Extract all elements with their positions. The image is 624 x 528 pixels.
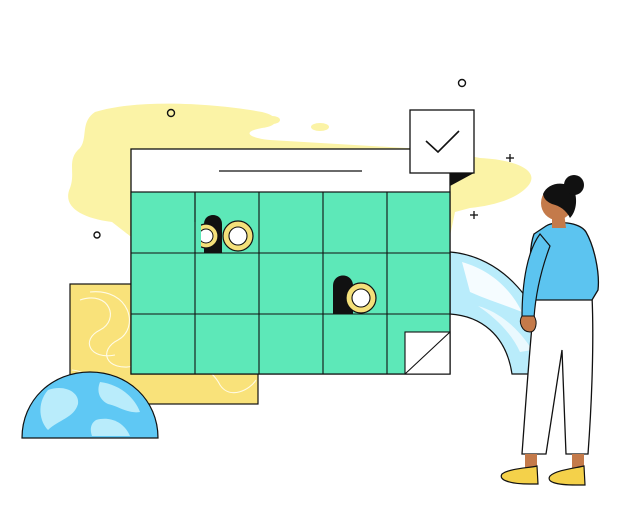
person <box>500 175 600 486</box>
event-token <box>192 192 254 253</box>
event-token <box>333 275 377 314</box>
calendar-grid <box>130 191 451 375</box>
plus-icon <box>506 154 514 162</box>
hair-bun <box>564 175 584 195</box>
checkmark-icon <box>425 130 460 154</box>
half-globe <box>21 371 159 439</box>
checkbox-card <box>409 109 475 186</box>
page-curl <box>403 330 451 375</box>
circle-icon <box>457 78 467 88</box>
globe-arch <box>449 251 556 375</box>
circle-icon <box>93 231 101 239</box>
plus-icon <box>470 211 478 219</box>
calendar <box>130 148 451 375</box>
circle-icon <box>166 108 176 118</box>
